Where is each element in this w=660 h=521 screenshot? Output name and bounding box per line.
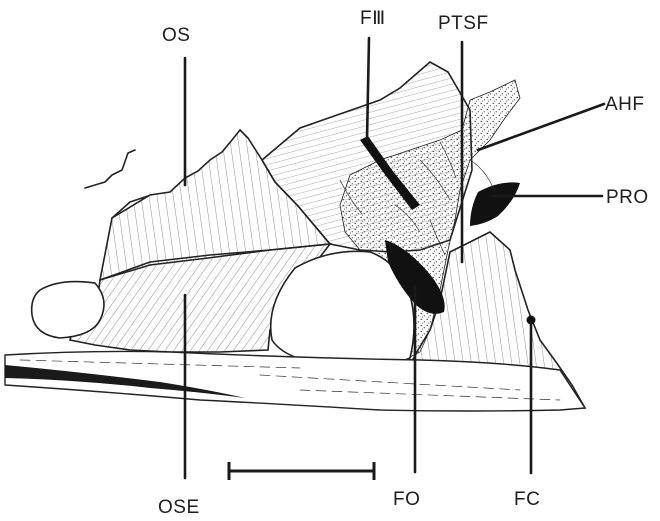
label-os: OS xyxy=(162,25,190,46)
label-ahf: AHF xyxy=(605,94,645,115)
pro-crescent xyxy=(470,182,520,226)
label-fc: FC xyxy=(514,489,540,510)
label-ptsf: PTSF xyxy=(438,13,489,34)
label-pro: PRO xyxy=(606,187,649,208)
label-ose: OSE xyxy=(158,497,200,518)
label-f3: FⅢ xyxy=(360,8,386,29)
label-fo: FO xyxy=(393,489,420,510)
